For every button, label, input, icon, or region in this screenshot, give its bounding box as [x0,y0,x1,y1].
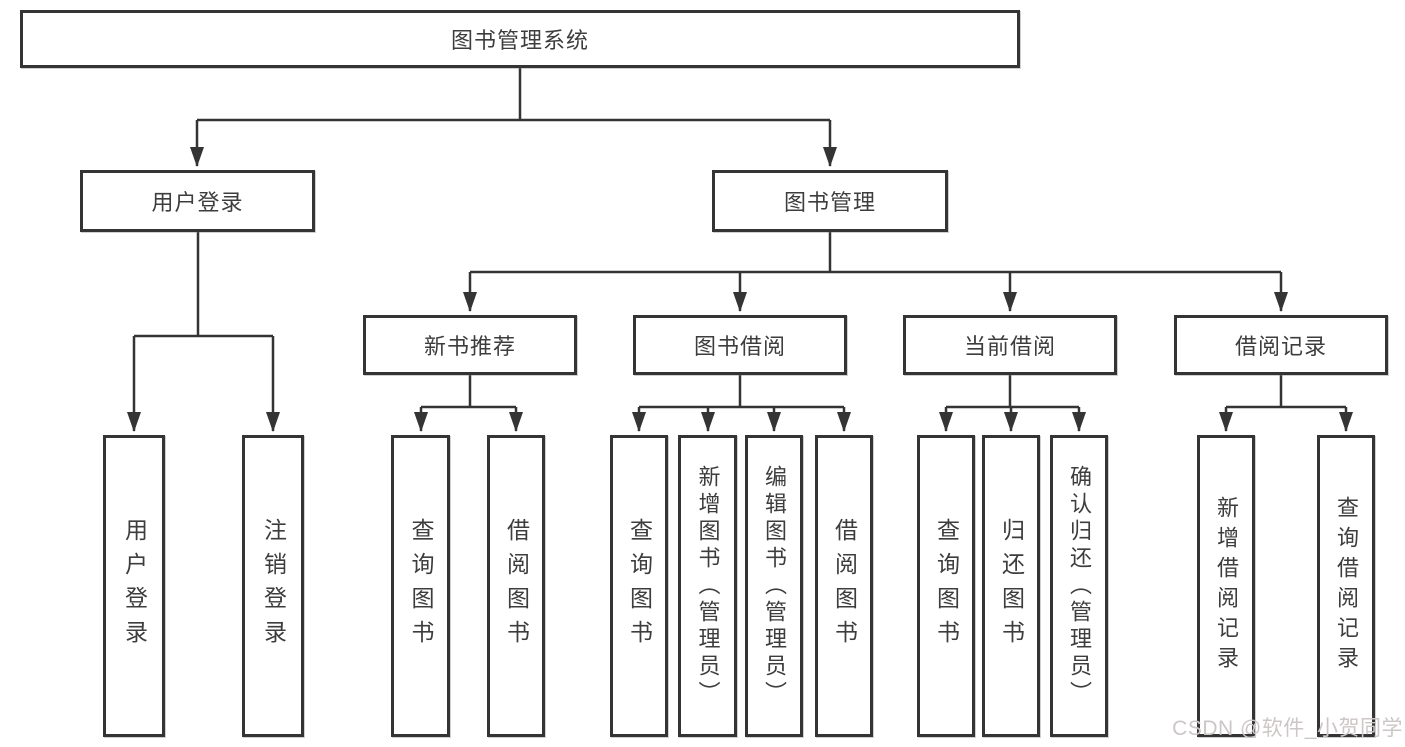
csdn-watermark: CSDN @软件_小贺同学 [1172,717,1403,740]
leaf-add-borrow-record: 新增借阅记录 [1197,435,1255,737]
node-new-book-recommend: 新书推荐 [363,315,577,375]
node-user-login: 用户登录 [80,170,315,232]
leaf-return-books: 归还图书 [982,435,1040,737]
leaf-confirm-return-admin: 确认归还（管理员） [1050,435,1108,737]
node-borrow-records: 借阅记录 [1174,315,1388,375]
node-root-system: 图书管理系统 [20,10,1020,68]
leaf-borrow-books: 借阅图书 [815,435,873,737]
node-current-borrow: 当前借阅 [903,315,1117,375]
leaf-logout: 注销登录 [242,435,304,737]
leaf-query-books-current: 查询图书 [917,435,975,737]
leaf-user-login: 用户登录 [103,435,165,737]
leaf-borrow-books-recommend: 借阅图书 [487,435,545,737]
leaf-query-books-borrow: 查询图书 [610,435,668,737]
leaf-edit-book-admin: 编辑图书（管理员） [745,435,803,737]
node-book-management: 图书管理 [712,170,948,232]
leaf-query-borrow-record: 查询借阅记录 [1317,435,1375,737]
node-book-borrow: 图书借阅 [633,315,847,375]
leaf-query-books-recommend: 查询图书 [391,435,450,737]
leaf-add-book-admin: 新增图书（管理员） [678,435,737,737]
